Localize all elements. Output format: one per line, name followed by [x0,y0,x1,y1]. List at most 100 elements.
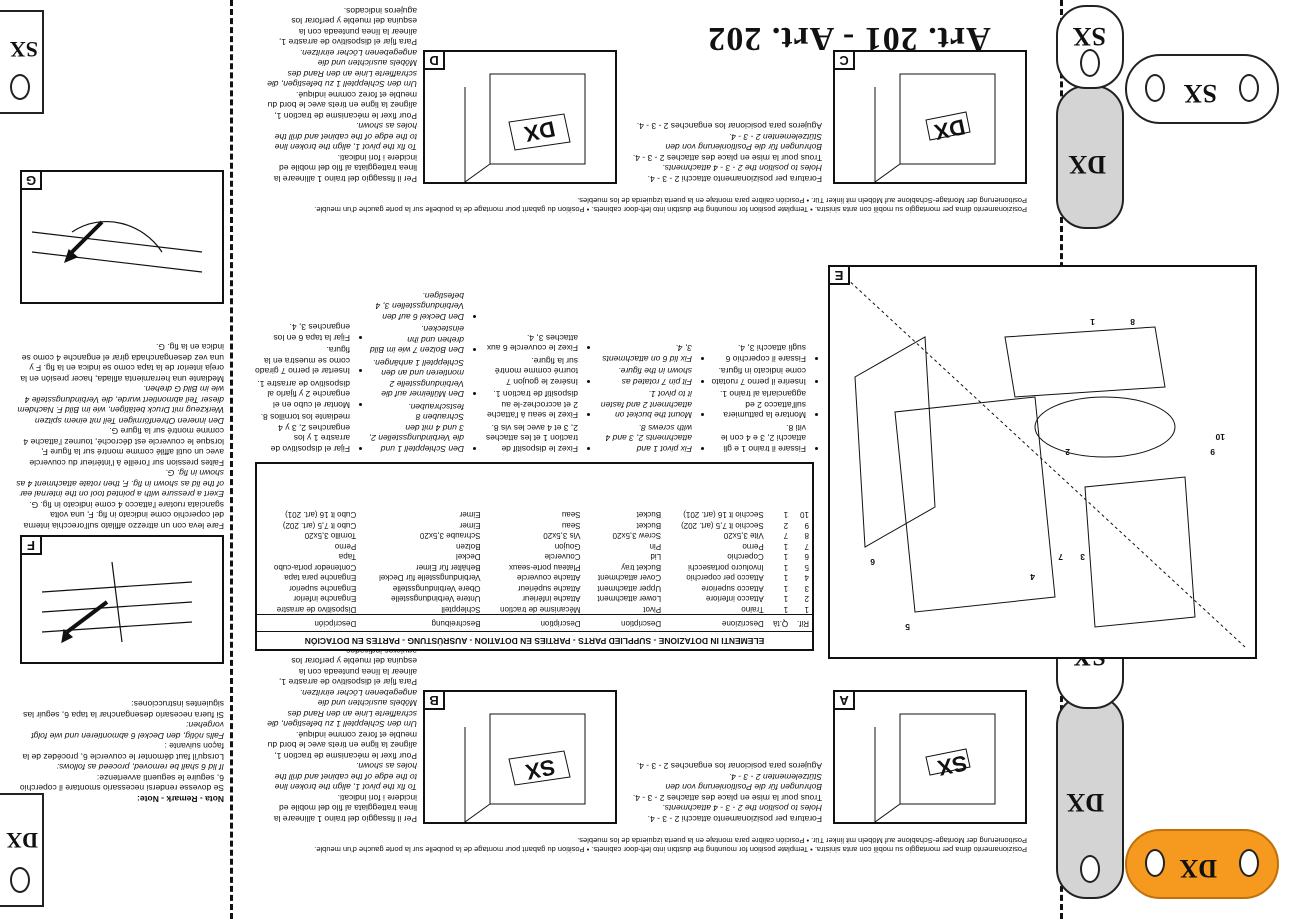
table-cell: Screw 3,5x20 [612,531,662,541]
side-tab-dx: DX [0,793,44,907]
template-caption-top: Posizionamento dima per montaggio su mob… [314,836,1027,854]
table-cell: Behälter für Eimer [416,563,481,572]
table-cell: Secchio lt 16 (art. 201) [683,510,764,520]
list-item: Den Schlepptell 1 und die Verbindungsste… [368,402,464,454]
callout: 6 [870,557,875,567]
table-cell: Coperchio [727,552,764,562]
text-fr: Trous pour la mise en place des attaches… [632,153,822,163]
note-fr: Lorsqu'il faut démonter le couvercle 6, … [22,741,225,763]
table-cell: 3 [804,584,809,593]
drill-text-a: Foratura per posizionamento attacchi 2 -… [622,761,822,825]
list-item: Den Bolzen 7 wie im Bild drehen und ihn … [368,324,464,356]
text-de: Bohrungen für die Positionierung von den… [665,132,822,153]
callout: 5 [905,622,910,632]
step-list: Fijar el dispositivo de arrastre 1 y los… [254,322,358,455]
panel-letter: D [425,52,445,70]
table-cell: Cover attachment [597,573,662,583]
table-cell: 1 [783,573,789,583]
tab-label: DX [1179,854,1217,883]
assembly-steps: Fissare il traino 1 e gli attacchi 2, 3 … [254,264,814,454]
table-cell: 2 [804,594,809,604]
text-de: Um den Schlepptell 1 zu befestigen, die … [267,48,417,90]
hole-icon [1080,855,1100,883]
step-list: Den Schlepptell 1 und die Verbindungsste… [368,291,472,454]
table-cell: Deckel [456,552,481,562]
template-d-drawing [464,73,586,183]
table-cell: Seau [561,510,581,520]
table-cell: Perno [334,542,357,551]
table-cell: 4 [804,573,809,583]
text-en: Holes to position the 2 - 3 - 4 attachme… [662,803,822,814]
table-cell: Lower attachment [597,594,662,604]
tab-dx-gray-2: DX [1056,85,1124,229]
tab-sx-white: SX [1125,54,1279,124]
table-header: Rif. [791,614,812,632]
step-list: Fix pivot 1 and attachments 2, 3 and 4 w… [596,343,700,455]
step-list: Fixez le dispositif de traction 1 et les… [482,333,586,454]
text-fr: Pour fixer le mécanisme de traction 1, a… [267,90,417,121]
table-header: Descrizione [664,614,767,632]
table-cell: Perno [742,542,764,551]
parts-heading: ELEMENTI IN DOTAZIONE - SUPPLIED PARTS -… [257,631,812,649]
text-en: To fix the pivot 1, align the broken lin… [274,121,417,153]
callout: 1 [1090,317,1095,327]
table-cell: Cubo lt 16 (art. 201) [285,510,357,520]
text-it: Foratura per posizionamento attacchi 2 -… [647,174,822,184]
table-cell: 1 [783,542,789,551]
steps-it: Fissare il traino 1 e gli attacchi 2, 3 … [710,264,814,455]
table-cell: 1 [783,594,789,604]
table-cell: Attache supérieur [517,584,581,593]
table-cell: Cubo lt 7,5 (art. 202) [282,521,357,530]
table-cell: Bolzen [456,542,481,551]
text-it: Per il fissaggio del traino 1 allineare … [273,153,417,184]
list-item: Insertar el perno 7 girado como se muest… [254,345,350,377]
table-cell: Enganche para tapa [284,573,357,583]
pivot-text-b: Per il fissaggio del traino 1 allineare … [267,646,417,824]
tab-label: DX [6,828,38,853]
tab-label: DX [1066,788,1104,817]
text-es: Agujeros para posicionar los enganches 2… [636,121,822,132]
table-cell: 2 [783,521,789,530]
table-cell: Secchio lt 7,5 (art. 202) [681,521,764,530]
table-cell: Schraube 3,5x20 [419,531,481,541]
table-cell: Couvercle [544,552,581,562]
hole-icon [1145,849,1165,877]
text-es: Para fijar el dispositivo de arrastre 1,… [279,646,417,688]
steps-fr: Fixez le dispositif de traction 1 et les… [482,264,586,454]
steps-es: Fijar el dispositivo de arrastre 1 y los… [254,264,358,455]
table-cell: Eimer [459,521,481,530]
table-cell: 7 [804,542,809,551]
table-cell: Bucket tray [621,563,662,572]
table-cell: Attache inférieur [522,594,581,604]
panel-letter: G [22,172,42,190]
callout: 10 [1215,432,1225,442]
template-a-drawing [874,713,996,823]
list-item: Fissare il traino 1 e gli attacchi 2, 3 … [710,423,806,454]
panel-f: F [20,535,224,664]
tab-sx-white-2: SX [1056,5,1124,89]
steps-en: Fix pivot 1 and attachments 2, 3 and 4 w… [596,264,700,455]
list-item: Inserire il perno 7 ruotato come indicat… [710,366,807,388]
fold-line-right [230,0,233,919]
tab-label: SX [9,37,38,62]
text-fr: Pour fixer le mécanisme de traction 1, a… [267,730,417,761]
panel-letter: B [425,692,445,710]
list-item: Den Deckel 6 auf den Verbindungsstellen … [368,291,464,322]
table-cell: Lid [650,552,662,562]
table-cell: Schlepptell [441,605,481,614]
table-cell: Attacco superiore [701,584,764,593]
list-item: Montar el cubo en el enganche 2 y fijarl… [254,379,350,410]
table-cell: Tornillo 3,5x20 [304,531,357,541]
hole-icon [10,74,30,100]
text-es: Mediante una herramienta afilada, hacer … [20,342,224,385]
note-de: Falls nötig, den Deckel 6 abmontieren un… [31,720,224,742]
hole-icon [1239,74,1259,102]
note-es: Si fuera necesario desenganchar la tapa … [23,699,224,721]
table-cell: Goujon [554,542,581,551]
table-cell: 8 [804,531,809,541]
table-cell: Plateau porte-seaux [508,563,581,572]
